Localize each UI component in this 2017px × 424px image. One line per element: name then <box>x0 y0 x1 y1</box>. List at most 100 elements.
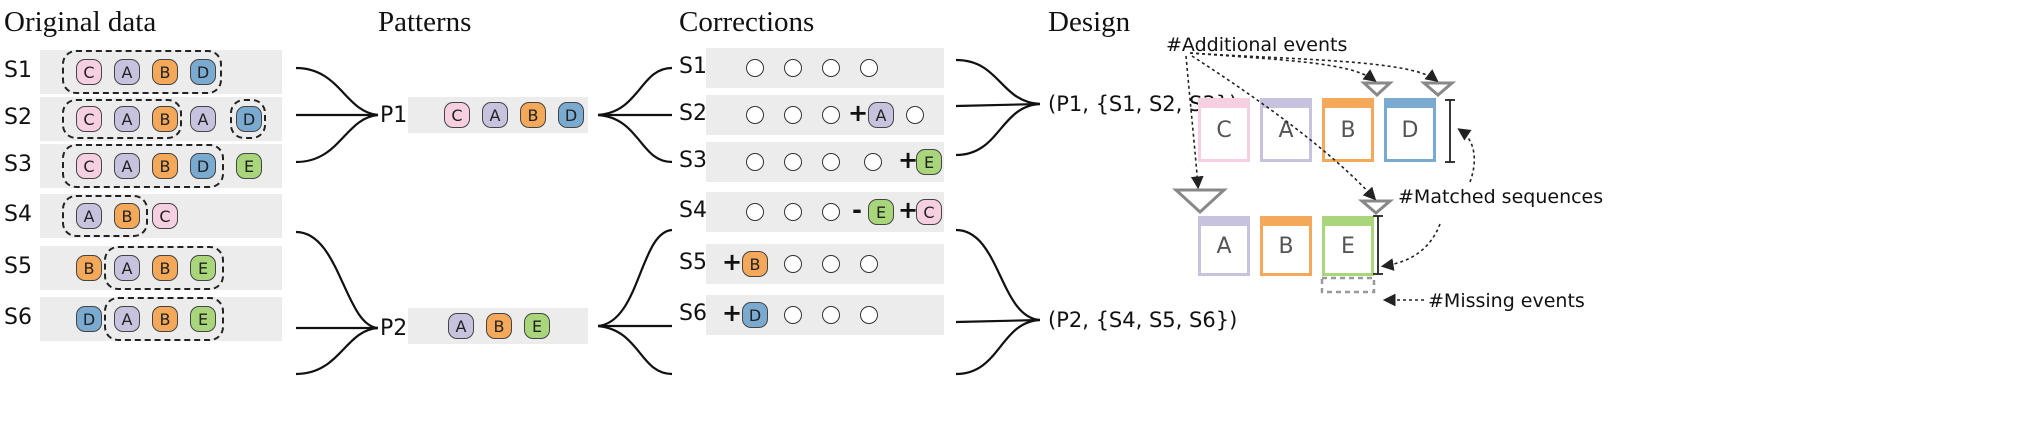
original-event-5-3: B <box>152 255 178 281</box>
original-event-3-3: B <box>152 153 178 179</box>
correction-row-label-3: S3 <box>679 148 707 173</box>
annot-matched-sequences: #Matched sequences <box>1398 186 1604 208</box>
annot-additional-events: #Additional events <box>1166 34 1348 56</box>
correction-circle-4-3 <box>822 203 840 221</box>
original-row-label-5: S5 <box>4 254 32 279</box>
original-event-2-2: A <box>114 106 140 132</box>
design-box-p2-1-header <box>1198 216 1250 226</box>
correction-sign-6-1: + <box>722 299 743 327</box>
correction-circle-1-3 <box>822 59 840 77</box>
design-box-p2-2-header <box>1260 216 1312 226</box>
original-pattern-box-2-1 <box>62 99 182 139</box>
original-event-6-1: D <box>76 306 102 332</box>
design-box-p1-4: D <box>1384 98 1436 162</box>
pattern-event-2-1: A <box>448 313 474 339</box>
original-event-4-1: A <box>76 203 102 229</box>
correction-circle-4-2 <box>784 203 802 221</box>
correction-sign-4-2: + <box>898 196 919 224</box>
design-box-p2-1: A <box>1198 216 1250 276</box>
correction-row-label-4: S4 <box>679 198 707 223</box>
design-box-p1-2-header <box>1260 98 1312 108</box>
original-event-1-1: C <box>76 59 102 85</box>
correction-event-4-2: C <box>916 199 942 225</box>
correction-row-label-6: S6 <box>679 301 707 326</box>
pattern-label-p2: P2 <box>380 316 408 341</box>
pattern-event-2-2: B <box>486 313 512 339</box>
original-pattern-box-2-2 <box>230 99 266 139</box>
correction-circle-3-3 <box>822 153 840 171</box>
heading-original-data: Original data <box>4 6 157 38</box>
correction-circle-5-3 <box>860 255 878 273</box>
pattern-label-p1: P1 <box>380 103 408 128</box>
original-event-2-1: C <box>76 106 102 132</box>
correction-circle-6-1 <box>784 306 802 324</box>
design-box-p2-1-label: A <box>1216 233 1232 259</box>
additional-triangle-3 <box>1172 188 1228 215</box>
original-event-5-2: A <box>114 255 140 281</box>
correction-event-6-1: D <box>742 302 768 328</box>
correction-row-label-2: S2 <box>679 101 707 126</box>
original-event-1-3: B <box>152 59 178 85</box>
correction-event-4-1: E <box>868 199 894 225</box>
original-event-3-2: A <box>114 153 140 179</box>
design-box-p1-1: C <box>1198 98 1250 162</box>
original-event-1-2: A <box>114 59 140 85</box>
original-event-4-3: C <box>152 203 178 229</box>
original-row-label-1: S1 <box>4 58 32 83</box>
correction-circle-6-3 <box>860 306 878 324</box>
correction-circle-2-2 <box>784 106 802 124</box>
additional-triangle-2 <box>1419 81 1457 97</box>
correction-circle-4-1 <box>746 203 764 221</box>
design-box-p2-2-label: B <box>1278 233 1294 259</box>
design-tuple-p2: (P2, {S4, S5, S6}) <box>1048 308 1238 332</box>
design-box-p2-3-label: E <box>1341 233 1355 259</box>
correction-circle-2-3 <box>822 106 840 124</box>
correction-circle-1-2 <box>784 59 802 77</box>
correction-circle-2-4 <box>906 106 924 124</box>
design-box-p2-3-header <box>1322 216 1374 226</box>
additional-triangle-4 <box>1357 199 1395 215</box>
correction-circle-6-2 <box>822 306 840 324</box>
design-box-p2-3: E <box>1322 216 1374 276</box>
correction-sign-3-1: + <box>898 146 919 174</box>
original-row-label-2: S2 <box>4 105 32 130</box>
design-box-p1-3: B <box>1322 98 1374 162</box>
original-pattern-box-4-1 <box>62 195 148 237</box>
heading-patterns: Patterns <box>378 6 472 38</box>
heading-design: Design <box>1048 6 1131 38</box>
correction-circle-3-4 <box>864 153 882 171</box>
correction-sign-4-1: - <box>852 196 862 224</box>
pattern-event-2-3: E <box>524 313 550 339</box>
correction-circle-3-1 <box>746 153 764 171</box>
correction-circle-5-1 <box>784 255 802 273</box>
correction-circle-1-4 <box>860 59 878 77</box>
design-box-p1-2-label: A <box>1278 117 1294 143</box>
correction-row-label-5: S5 <box>679 250 707 275</box>
correction-row-label-1: S1 <box>679 54 707 79</box>
original-event-6-3: B <box>152 306 178 332</box>
annot-missing-events: #Missing events <box>1428 290 1585 312</box>
correction-circle-5-2 <box>822 255 840 273</box>
correction-event-5-1: B <box>742 251 768 277</box>
original-event-6-4: E <box>190 306 216 332</box>
original-event-5-1: B <box>76 255 102 281</box>
pattern-event-1-2: A <box>482 102 508 128</box>
correction-sign-2-1: + <box>848 99 869 127</box>
original-event-2-4: A <box>190 106 216 132</box>
correction-circle-3-2 <box>784 153 802 171</box>
original-pattern-box-3-1 <box>62 144 224 188</box>
design-box-p1-1-header <box>1198 98 1250 108</box>
heading-corrections: Corrections <box>679 6 815 38</box>
design-box-p1-4-label: D <box>1401 117 1419 143</box>
correction-circle-2-1 <box>746 106 764 124</box>
original-pattern-box-6-1 <box>104 297 224 341</box>
pattern-event-1-1: C <box>444 102 470 128</box>
design-box-p1-3-label: B <box>1340 117 1356 143</box>
missing-events-box <box>1320 276 1376 294</box>
correction-sign-5-1: + <box>722 248 743 276</box>
additional-triangle-1 <box>1360 81 1394 98</box>
original-row-label-4: S4 <box>4 202 32 227</box>
original-event-6-2: A <box>114 306 140 332</box>
